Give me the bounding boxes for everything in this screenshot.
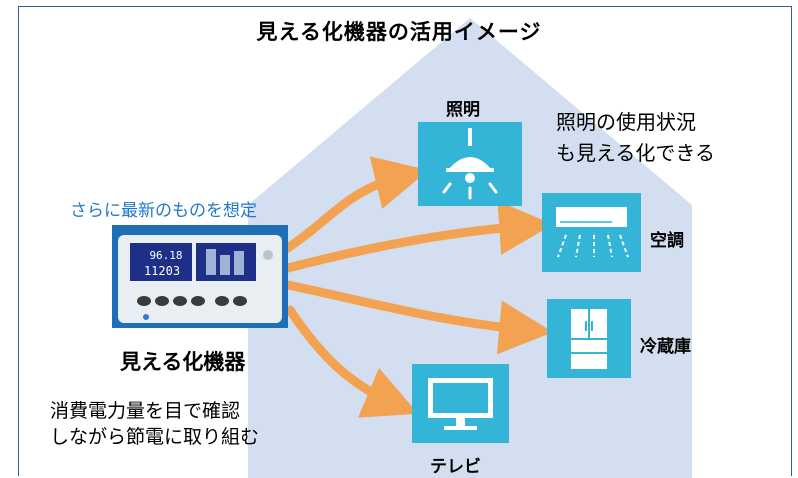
device-description-line2: しながら節電に取り組む <box>50 426 260 448</box>
tv-tile <box>412 364 509 443</box>
lighting-tile <box>418 122 522 206</box>
monitor-screen-left <box>130 243 192 281</box>
air-conditioner-icon <box>556 207 629 258</box>
monitor-reading-top: 96.18 <box>149 249 182 262</box>
device-label: 見える化機器 <box>120 350 246 374</box>
lighting-note-line2: も見える化できる <box>556 141 715 165</box>
television-icon <box>428 378 493 430</box>
newest-device-note: さらに最新のものを想定 <box>70 201 257 221</box>
fridge-label: 冷蔵庫 <box>640 337 691 357</box>
refrigerator-icon <box>571 309 607 369</box>
diagram-title: 見える化機器の活用イメージ <box>256 20 542 44</box>
pendant-lamp-icon <box>442 128 498 200</box>
arrow-to-fridge <box>283 280 554 355</box>
fridge-tile <box>547 299 631 378</box>
energy-monitor-device: 96.18 11203 <box>112 225 288 328</box>
tv-label: テレビ <box>430 457 481 477</box>
lighting-label: 照明 <box>446 100 480 120</box>
arrow-to-lighting <box>275 156 429 258</box>
aircon-label: 空調 <box>650 231 684 251</box>
device-description-line1: 消費電力量を目で確認 <box>50 400 241 422</box>
arrow-to-tv <box>285 305 419 418</box>
monitor-reading-bottom: 11203 <box>144 264 180 278</box>
aircon-tile <box>542 193 641 272</box>
arrow-to-aircon <box>283 201 554 273</box>
lighting-note-line1: 照明の使用状況 <box>556 110 696 134</box>
